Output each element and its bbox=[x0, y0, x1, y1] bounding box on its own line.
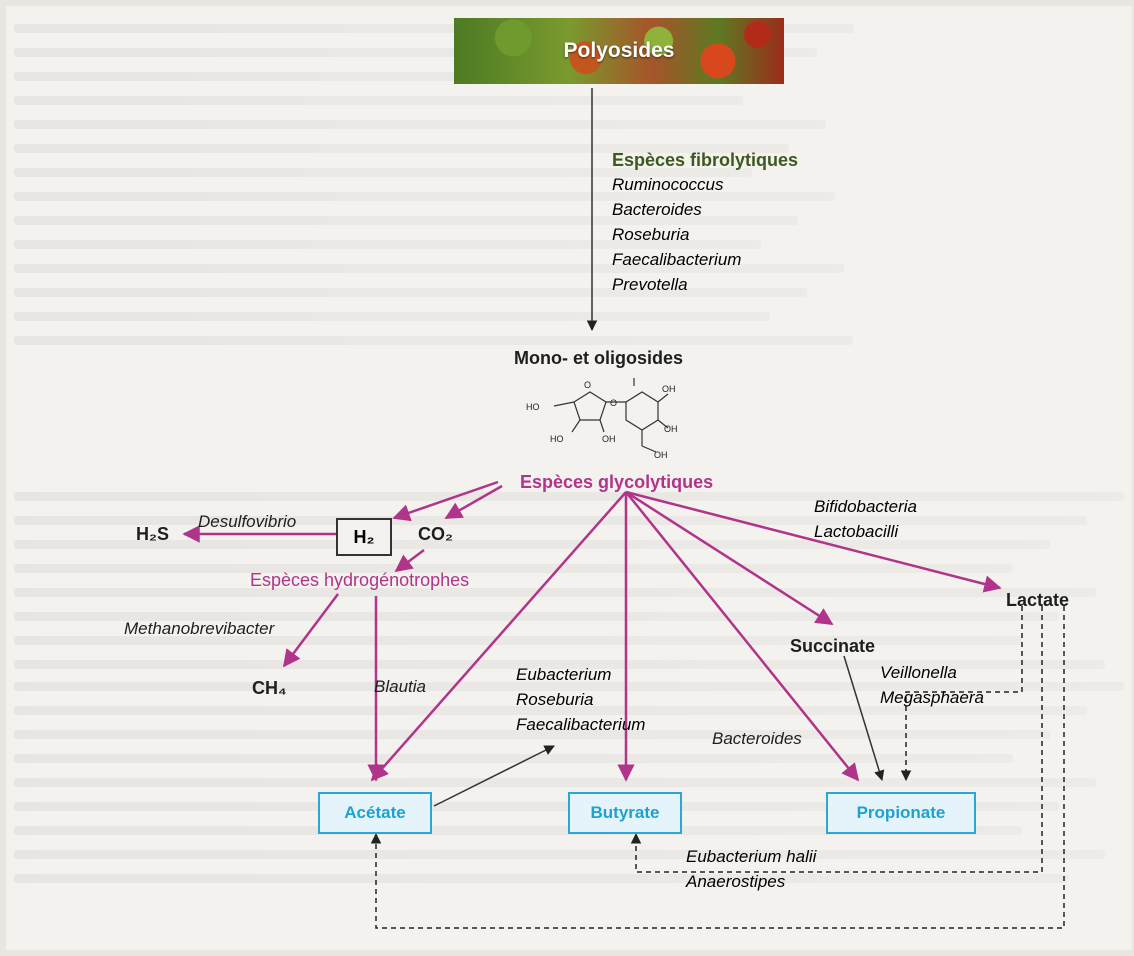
ghost-text-line bbox=[14, 540, 1050, 549]
molecule-atom-label: OH bbox=[664, 424, 678, 434]
arrow-glyco-to-co2 bbox=[444, 484, 503, 520]
succinate-label: Succinate bbox=[790, 636, 876, 656]
hydrogenotrophs-label: Espèces hydrogénotrophes bbox=[250, 570, 470, 590]
h2s-label: H₂S bbox=[136, 524, 170, 544]
ghost-text-line bbox=[14, 636, 1022, 645]
ghost-text-line bbox=[14, 802, 1059, 811]
fibrolytic-heading: Espèces fibrolytiques bbox=[612, 150, 799, 170]
species-label: Faecalibacterium bbox=[516, 715, 646, 734]
ghost-text-line bbox=[14, 120, 826, 129]
species-label: Veillonella bbox=[880, 663, 957, 682]
ghost-text-line bbox=[14, 312, 770, 321]
arrow-glyco-to-propionate bbox=[625, 491, 860, 782]
species-label: Anaerostipes bbox=[686, 872, 786, 891]
arrow-acetate-to-eubacterium bbox=[433, 745, 555, 807]
ghost-text-line bbox=[14, 240, 761, 249]
arrow-co2-to-hydrogenotrophs bbox=[394, 549, 425, 573]
ghost-text-line bbox=[14, 72, 780, 81]
metabolic-pathway-diagram: HO O O OH HO OH OH OH bbox=[182, 88, 1065, 929]
mono-oligosides-label: Mono- et oligosides bbox=[514, 348, 683, 368]
molecule-atom-label: OH bbox=[662, 384, 676, 394]
ghost-text-line bbox=[14, 168, 752, 177]
species-label: Eubacterium halii bbox=[686, 847, 817, 866]
ghost-text-line bbox=[14, 24, 854, 33]
dashed-lactate-to-butyrate bbox=[630, 606, 1043, 873]
species-label: Roseburia bbox=[516, 690, 594, 709]
dashed-lactate-to-propionate bbox=[900, 606, 1023, 782]
molecule-atom-label: OH bbox=[602, 434, 616, 444]
arrow-glyco-to-acetate bbox=[370, 491, 627, 782]
molecule-atom-label: HO bbox=[550, 434, 564, 444]
ghost-text-line bbox=[14, 588, 1096, 597]
polyosides-label: Polyosides bbox=[563, 39, 675, 62]
molecule-atom-label: O bbox=[610, 398, 617, 408]
propionate-label: Propionate bbox=[856, 803, 946, 822]
dashed-lactate-to-acetate bbox=[370, 606, 1065, 929]
blautia-label: Blautia bbox=[374, 677, 426, 696]
species-label: Faecalibacterium bbox=[612, 250, 742, 269]
ghost-text-line bbox=[14, 48, 817, 57]
species-label: Bifidobacteria bbox=[814, 497, 918, 516]
species-label: Ruminococcus bbox=[612, 175, 724, 194]
polyosides-banner: Polyosides bbox=[454, 18, 784, 84]
species-label: Megasphaera bbox=[880, 688, 984, 707]
desulfovibrio-label: Desulfovibrio bbox=[198, 512, 297, 531]
butyrate-box: Butyrate bbox=[568, 792, 682, 834]
ghost-text-line bbox=[14, 216, 798, 225]
arrow-hydrogenotrophs-to-ch4 bbox=[282, 593, 339, 668]
ghost-text-line bbox=[14, 492, 1124, 501]
species-label: Bacteroides bbox=[612, 200, 702, 219]
ghost-text-line bbox=[14, 826, 1022, 835]
species-label: Roseburia bbox=[612, 225, 690, 244]
ghost-text-line bbox=[14, 706, 1087, 715]
co2-label: CO₂ bbox=[418, 524, 453, 544]
molecule-atom-label: O bbox=[584, 380, 591, 390]
methanobrevibacter-label: Methanobrevibacter bbox=[124, 619, 275, 638]
document-page: Polyosides bbox=[6, 6, 1132, 950]
ghost-text-line bbox=[14, 754, 1013, 763]
propionate-box: Propionate bbox=[826, 792, 976, 834]
ghost-text-line bbox=[14, 660, 1105, 669]
ghost-text-line bbox=[14, 730, 1050, 739]
arrow-glyco-to-succinate bbox=[625, 490, 834, 626]
bacteroides-propionate-label: Bacteroides bbox=[712, 729, 802, 748]
species-label: Lactobacilli bbox=[814, 522, 899, 541]
ghost-text-line bbox=[14, 336, 853, 345]
molecule-atom-label: HO bbox=[526, 402, 540, 412]
acetate-label: Acétate bbox=[344, 803, 406, 822]
molecule-atom-label: OH bbox=[654, 450, 668, 460]
ghost-text-line bbox=[14, 192, 835, 201]
ghost-text-line bbox=[14, 874, 1068, 883]
lactate-label: Lactate bbox=[1006, 590, 1070, 610]
ghost-text-line bbox=[14, 850, 1105, 859]
arrow-succinate-to-propionate bbox=[843, 655, 885, 782]
butyrate-label: Butyrate bbox=[590, 803, 660, 822]
h2-label: H₂ bbox=[353, 526, 375, 547]
glycolytic-heading: Espèces glycolytiques bbox=[520, 472, 714, 492]
acetate-box: Acétate bbox=[318, 792, 432, 834]
ghost-text-line bbox=[14, 682, 1124, 691]
ghost-text-line bbox=[14, 612, 1059, 621]
ch4-label: CH₄ bbox=[252, 678, 287, 698]
species-label: Prevotella bbox=[612, 275, 688, 294]
sugar-structure-icon bbox=[553, 378, 669, 453]
ghost-text-line bbox=[14, 516, 1087, 525]
ghost-text-line bbox=[14, 264, 844, 273]
h2-box: H₂ bbox=[336, 518, 392, 556]
ghost-text-line bbox=[14, 96, 743, 105]
ghost-text-line bbox=[14, 144, 789, 153]
ghost-text-line bbox=[14, 564, 1013, 573]
arrow-glyco-to-h2s-side bbox=[392, 480, 499, 522]
ghost-text-line bbox=[14, 778, 1096, 787]
species-label: Eubacterium bbox=[516, 665, 612, 684]
ghost-text-line bbox=[14, 288, 807, 297]
arrow-glyco-to-lactate bbox=[625, 490, 1002, 593]
